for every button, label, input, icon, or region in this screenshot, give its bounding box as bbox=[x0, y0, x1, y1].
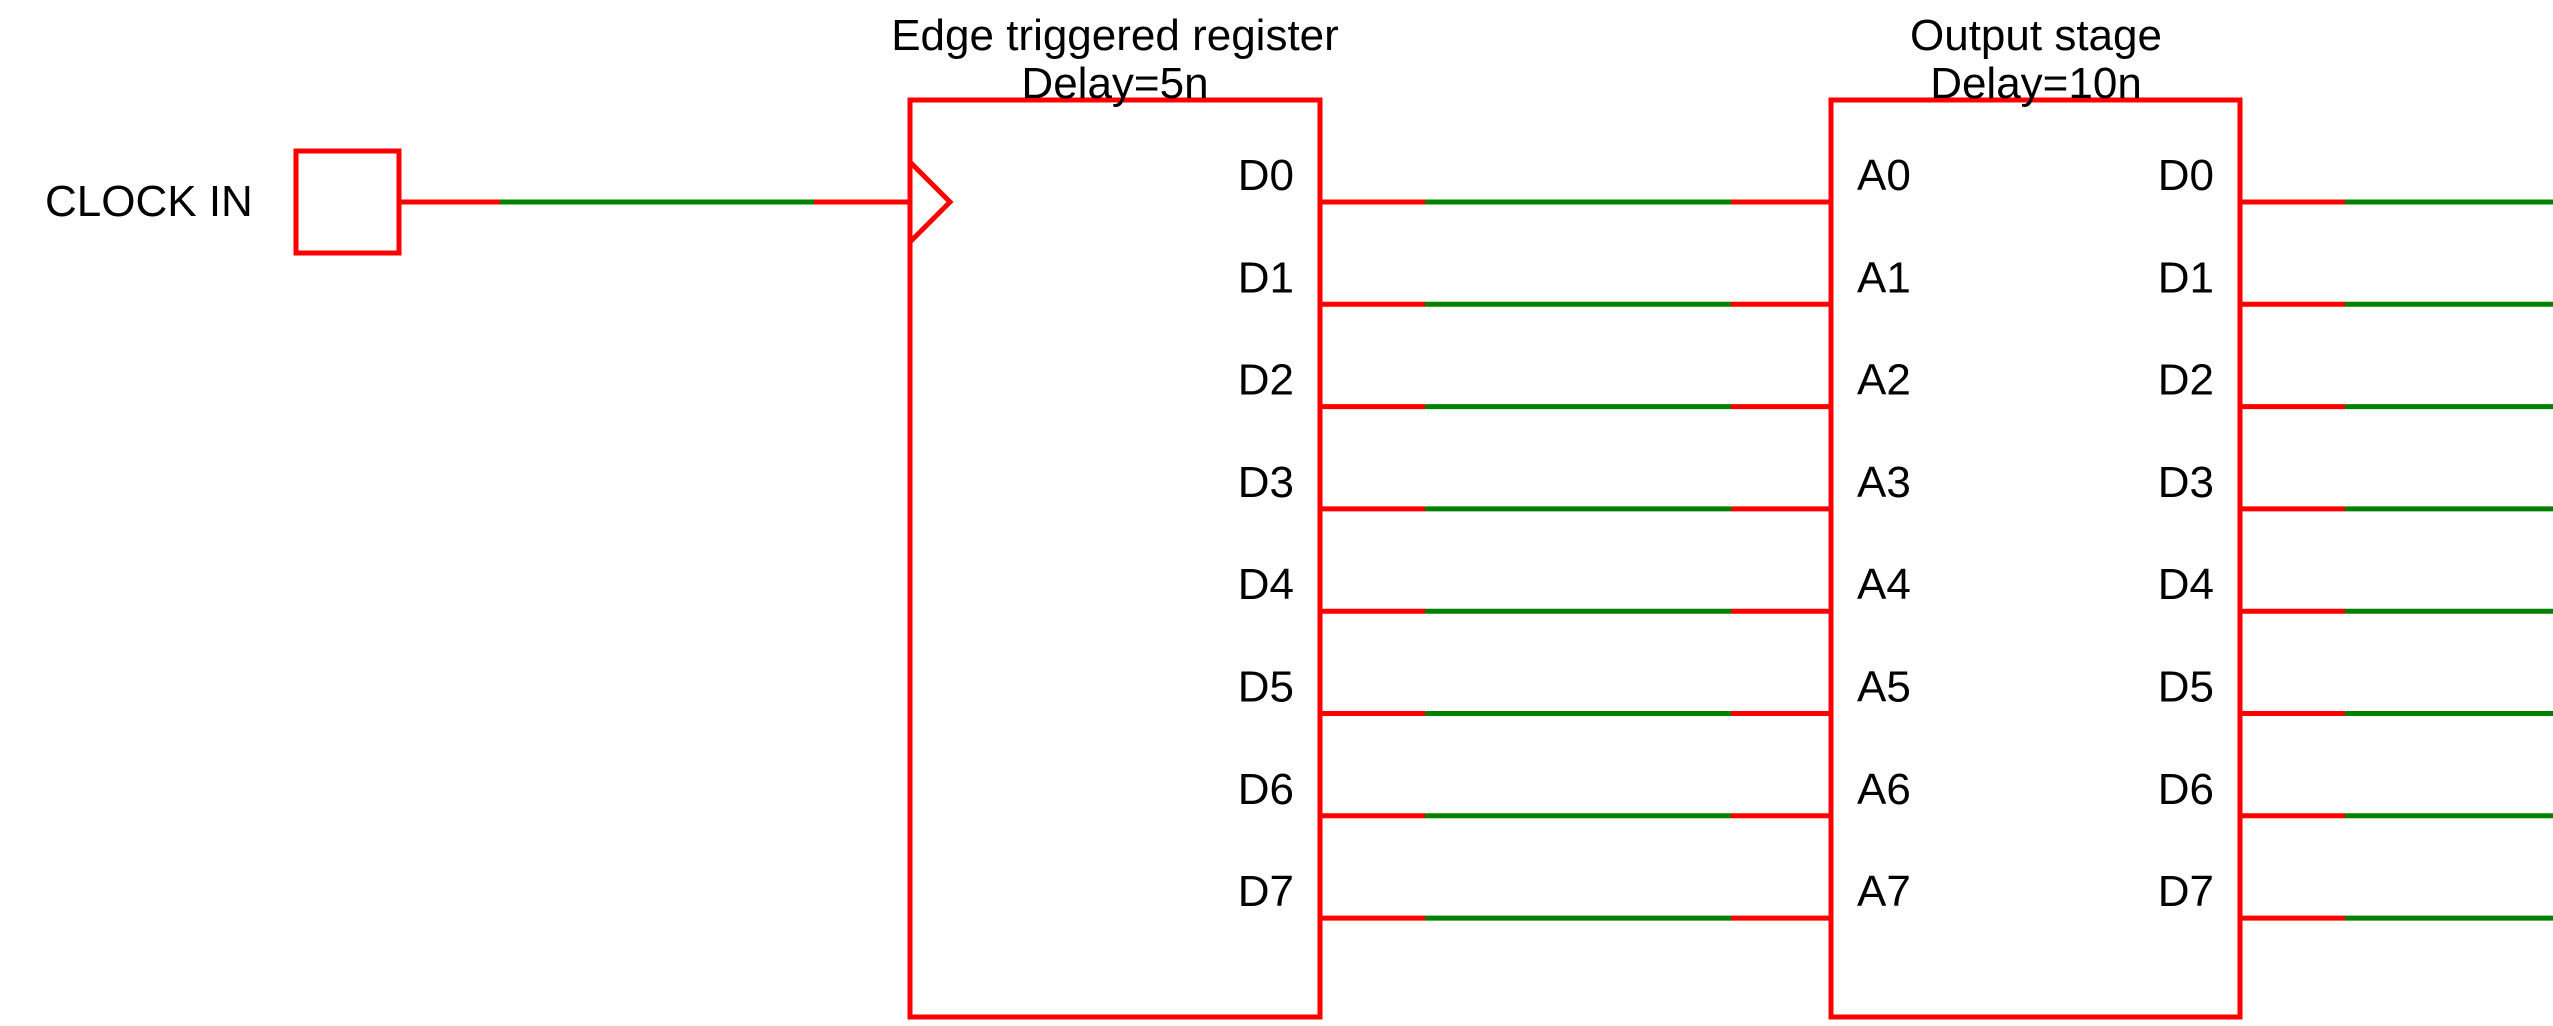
pin-label-output-stage-right-D2: D2 bbox=[2158, 356, 2214, 405]
pin-label-output-stage-left-A3: A3 bbox=[1857, 458, 1911, 507]
pin-label-output-stage-right-D6: D6 bbox=[2158, 765, 2214, 814]
pin-label-edge-triggered-register-right-D7: D7 bbox=[1238, 867, 1294, 916]
pin-label-edge-triggered-register-right-D4: D4 bbox=[1238, 560, 1294, 609]
block-title-edge-triggered-register: Edge triggered register bbox=[891, 11, 1339, 60]
pin-label-output-stage-right-D0: D0 bbox=[2158, 151, 2214, 200]
pin-label-output-stage-left-A6: A6 bbox=[1857, 765, 1911, 814]
block-title-output-stage: Output stage bbox=[1910, 11, 2162, 60]
pin-label-edge-triggered-register-right-D1: D1 bbox=[1238, 253, 1294, 302]
pin-label-edge-triggered-register-right-D0: D0 bbox=[1238, 151, 1294, 200]
pin-label-output-stage-right-D1: D1 bbox=[2158, 253, 2214, 302]
pin-label-output-stage-left-A1: A1 bbox=[1857, 253, 1911, 302]
pin-label-edge-triggered-register-right-D2: D2 bbox=[1238, 356, 1294, 405]
blocks-layer bbox=[293, 97, 2243, 1020]
pin-label-output-stage-left-A7: A7 bbox=[1857, 867, 1911, 916]
pin-label-edge-triggered-register-right-D5: D5 bbox=[1238, 663, 1294, 712]
pin-label-output-stage-right-D5: D5 bbox=[2158, 663, 2214, 712]
pin-label-output-stage-left-A2: A2 bbox=[1857, 356, 1911, 405]
pin-label-output-stage-right-D7: D7 bbox=[2158, 867, 2214, 916]
clock-in-label: CLOCK IN bbox=[45, 177, 253, 226]
block-delay-edge-triggered-register: Delay=5n bbox=[1021, 59, 1208, 108]
pin-label-edge-triggered-register-right-D3: D3 bbox=[1238, 458, 1294, 507]
pin-label-edge-triggered-register-right-D6: D6 bbox=[1238, 765, 1294, 814]
pin-label-output-stage-right-D3: D3 bbox=[2158, 458, 2214, 507]
pin-label-output-stage-left-A4: A4 bbox=[1857, 560, 1911, 609]
clock-triangle-icon bbox=[908, 160, 954, 244]
block-output-stage[interactable] bbox=[1828, 97, 2243, 1020]
block-delay-output-stage: Delay=10n bbox=[1930, 59, 2142, 108]
pin-label-output-stage-right-D4: D4 bbox=[2158, 560, 2214, 609]
block-edge-triggered-register[interactable] bbox=[907, 97, 1323, 1020]
clock-source-terminal[interactable] bbox=[293, 148, 402, 256]
pin-label-output-stage-left-A5: A5 bbox=[1857, 663, 1911, 712]
pin-label-output-stage-left-A0: A0 bbox=[1857, 151, 1911, 200]
wires-layer bbox=[399, 199, 2553, 921]
